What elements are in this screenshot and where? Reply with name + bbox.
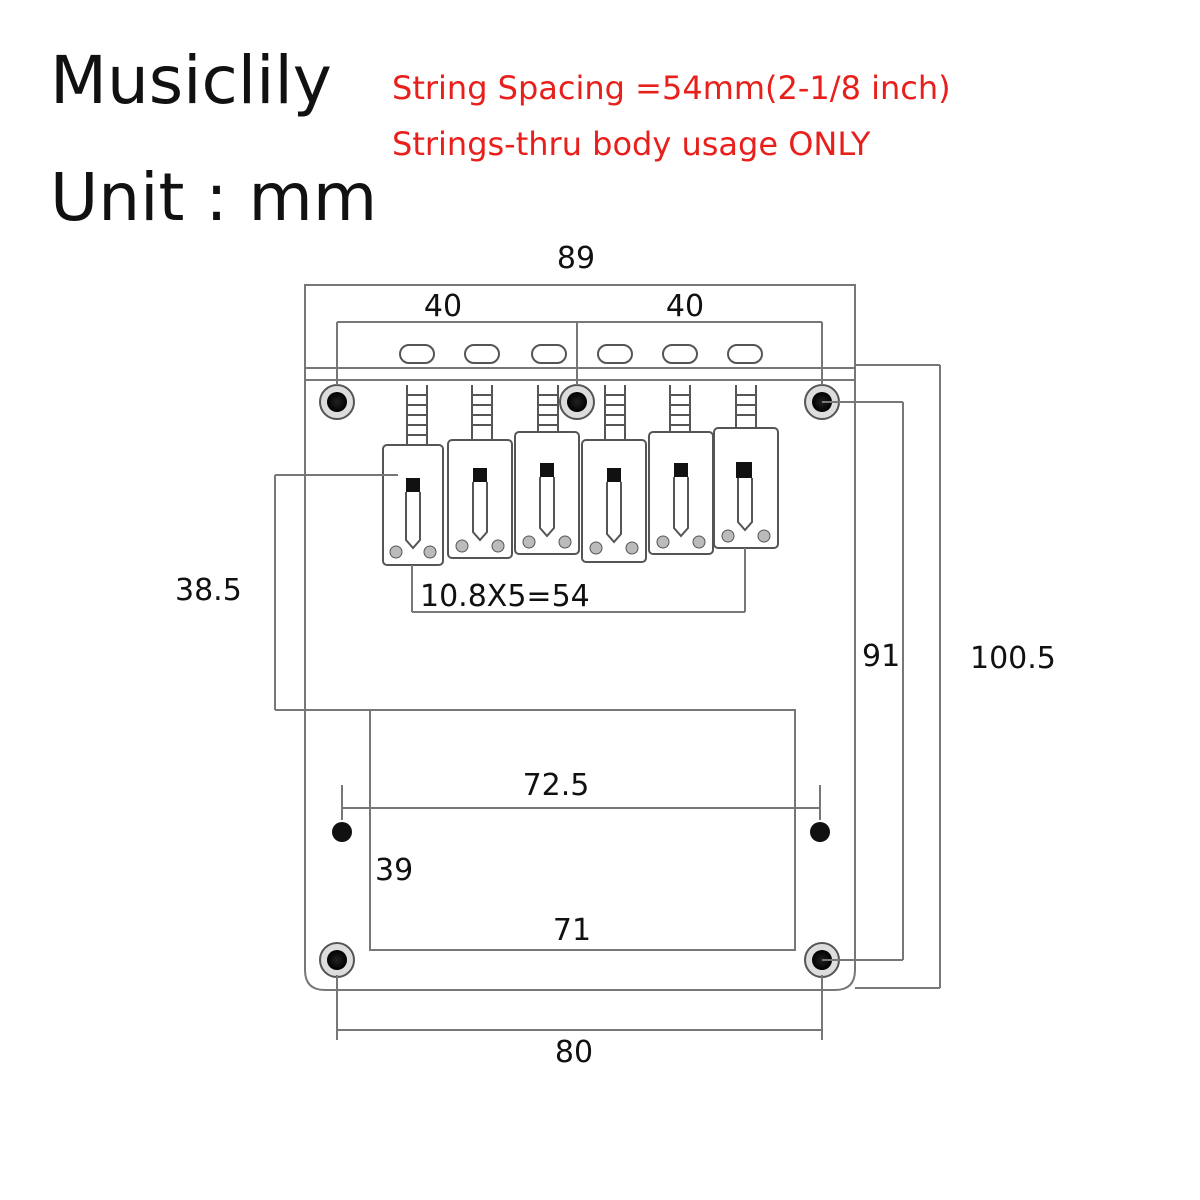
dim-right-span: 40 bbox=[666, 289, 704, 324]
dim-left-span: 40 bbox=[424, 289, 462, 324]
dim-bottom-holes-spacing: 80 bbox=[555, 1035, 593, 1070]
saddle-6 bbox=[713, 427, 779, 549]
dim-pickup-height: 39 bbox=[375, 853, 413, 888]
brand-title: Musiclily bbox=[50, 42, 332, 119]
saddle-2 bbox=[447, 439, 513, 559]
saddles bbox=[382, 427, 779, 566]
dim-pickup-screw-spacing: 72.5 bbox=[523, 768, 590, 803]
pickup-screw-left bbox=[332, 822, 352, 842]
dim-pickup-width: 71 bbox=[553, 913, 591, 948]
dimension-lines bbox=[274, 321, 941, 1040]
mount-hole-top-left bbox=[319, 384, 355, 420]
dim-mount-holes-height: 91 bbox=[862, 639, 900, 674]
mount-hole-bottom-left bbox=[319, 942, 355, 978]
saddle-4 bbox=[581, 439, 647, 563]
dim-saddle-spacing: 10.8X5=54 bbox=[420, 579, 590, 614]
dim-overall-width: 89 bbox=[557, 241, 595, 276]
dim-saddle-to-pickup: 38.5 bbox=[175, 573, 242, 608]
mount-hole-top-center bbox=[559, 384, 595, 420]
saddle-1 bbox=[382, 444, 444, 566]
unit-label: Unit : mm bbox=[50, 159, 378, 236]
saddle-springs bbox=[406, 385, 757, 445]
intonation-screw-heads bbox=[399, 344, 763, 364]
saddle-3 bbox=[514, 431, 580, 555]
pickup-screw-right bbox=[810, 822, 830, 842]
dim-overall-height: 100.5 bbox=[970, 641, 1056, 676]
string-spacing-note: String Spacing =54mm(2-1/8 inch) bbox=[392, 69, 951, 107]
strings-thru-note: Strings-thru body usage ONLY bbox=[392, 125, 871, 163]
saddle-5 bbox=[648, 431, 714, 555]
pickup-cavity bbox=[369, 709, 796, 951]
